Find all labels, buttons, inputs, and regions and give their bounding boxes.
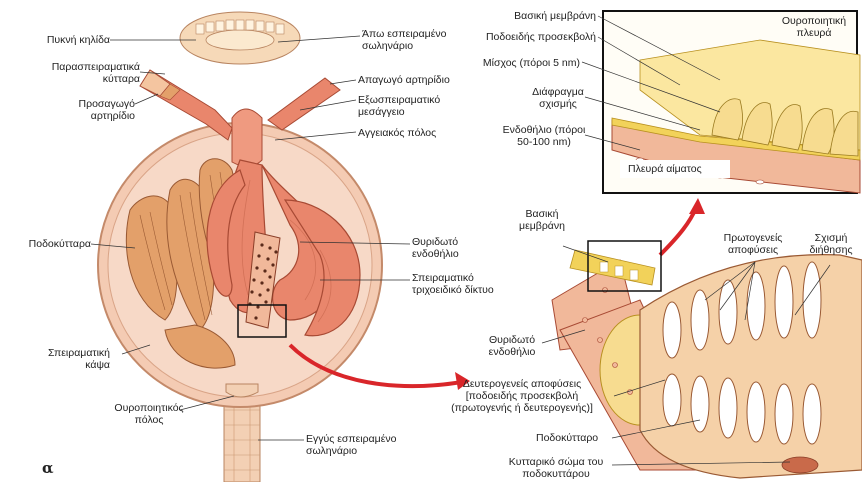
distal-tubule: [180, 12, 300, 64]
inset-bottom: [545, 250, 862, 480]
label-basement-membrane-top: Βασική μεμβράνη: [514, 10, 596, 22]
label-pedicel: Μίσχος (πόροι 5 nm): [483, 57, 580, 69]
label-efferent-arteriole: Απαγωγό αρτηρίδιο: [358, 74, 450, 86]
label-podocytes: Ποδοκύτταρα: [29, 238, 91, 250]
label-macula-densa: Πυκνή κηλίδα: [47, 34, 110, 46]
label-vascular-pole: Αγγειακός πόλος: [358, 127, 436, 139]
label-secondary-processes: Δευτερογενείς αποφύσεις[ποδοειδής προσεκ…: [432, 378, 612, 414]
label-blood-side: Πλευρά αίματος: [628, 163, 702, 175]
red-arrow-2: [660, 208, 696, 255]
label-podocyte: Ποδοκύτταρο: [536, 432, 598, 444]
label-foot-process: Ποδοειδής προσεκβολή: [486, 31, 596, 43]
panel-label: α: [42, 462, 54, 474]
